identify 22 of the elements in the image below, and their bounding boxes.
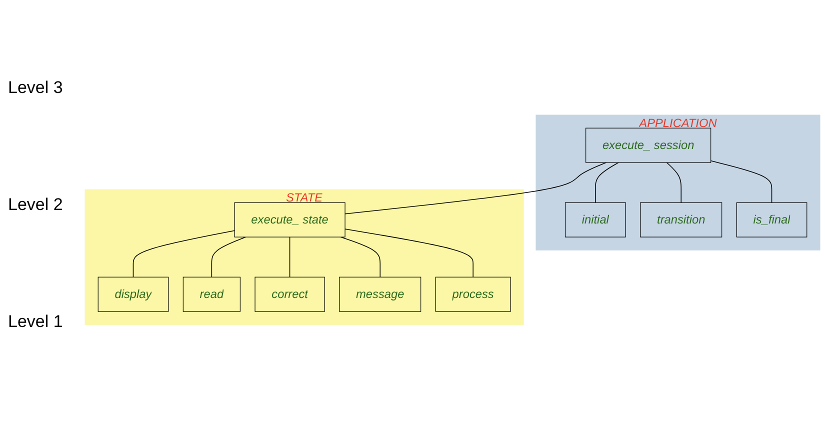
- connector: [211, 236, 246, 278]
- level-label: Level 1: [8, 312, 64, 332]
- node-box: execute_ session: [586, 128, 712, 163]
- node-box: initial: [564, 202, 626, 238]
- connector: [344, 228, 474, 278]
- node-box: process: [435, 277, 511, 312]
- node-box: is_final: [736, 202, 808, 238]
- connector: [132, 230, 235, 278]
- node-box: message: [339, 277, 422, 312]
- connector: [289, 236, 290, 278]
- node-box: transition: [640, 202, 722, 238]
- connector: [344, 162, 607, 214]
- level-label: Level 2: [8, 194, 64, 215]
- node-box: execute_ state: [234, 202, 346, 238]
- level-label: Level 3: [8, 78, 64, 98]
- connector: [710, 160, 772, 204]
- node-box: read: [182, 277, 240, 312]
- connector: [595, 162, 619, 204]
- node-box: display: [98, 277, 169, 312]
- node-box: correct: [254, 277, 325, 312]
- connector: [666, 162, 682, 204]
- connector: [340, 236, 380, 278]
